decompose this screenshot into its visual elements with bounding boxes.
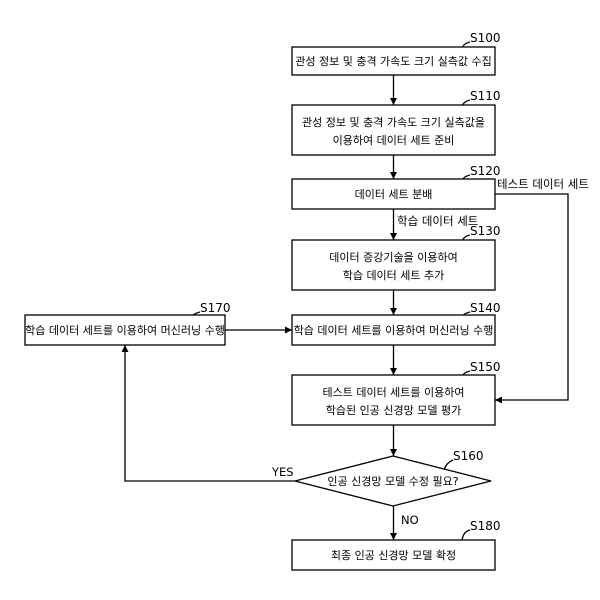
step-label-s120: S120 [470,164,501,178]
step-label-s130: S130 [470,224,501,238]
s160-text: 인공 신경망 모델 수정 필요? [327,475,458,488]
step-label-s140: S140 [470,301,501,315]
s150-text-line1: 테스트 데이터 세트를 이용하여 [322,385,464,399]
s180-text: 최종 인공 신경망 모델 확정 [331,549,456,562]
edge-label-test-set: 테스트 데이터 세트 [497,177,589,191]
arrow-s160-s170-yes [121,345,295,482]
s170-text: 학습 데이터 세트를 이용하여 머신러닝 수행 [25,323,225,337]
arrow-s120-s150-test-set [495,193,569,404]
s110-text-line1: 관성 정보 및 충격 가속도 크기 실측값을 [302,116,485,129]
step-label-s180: S180 [470,519,501,533]
s100-text: 관성 정보 및 충격 가속도 크기 실측값 수집 [295,55,492,68]
s150-text-line2: 학습된 인공 신경망 모델 평가 [326,404,461,417]
s130-text-line2: 학습 데이터 세트 추가 [343,269,445,282]
edge-label-no: NO [401,513,419,527]
leader-s160 [443,459,454,471]
s130-text-line1: 데이터 증강기술을 이용하여 [329,250,457,264]
s120-text: 데이터 세트 분배 [355,188,433,201]
s110-text-line2: 이용하여 데이터 세트 준비 [333,133,455,147]
process-box-s150 [291,374,496,426]
step-label-s100: S100 [470,31,501,45]
step-label-s160: S160 [453,449,484,463]
edge-label-training-set: 학습 데이터 세트 [397,214,478,228]
step-label-s170: S170 [200,301,231,315]
step-label-s110: S110 [470,89,501,103]
s140-text: 학습 데이터 세트를 이용하여 머신러닝 수행 [294,323,494,337]
edge-label-yes: YES [271,465,294,479]
process-box-s110 [291,104,496,156]
process-box-s130 [291,239,496,291]
step-label-s150: S150 [470,360,501,374]
